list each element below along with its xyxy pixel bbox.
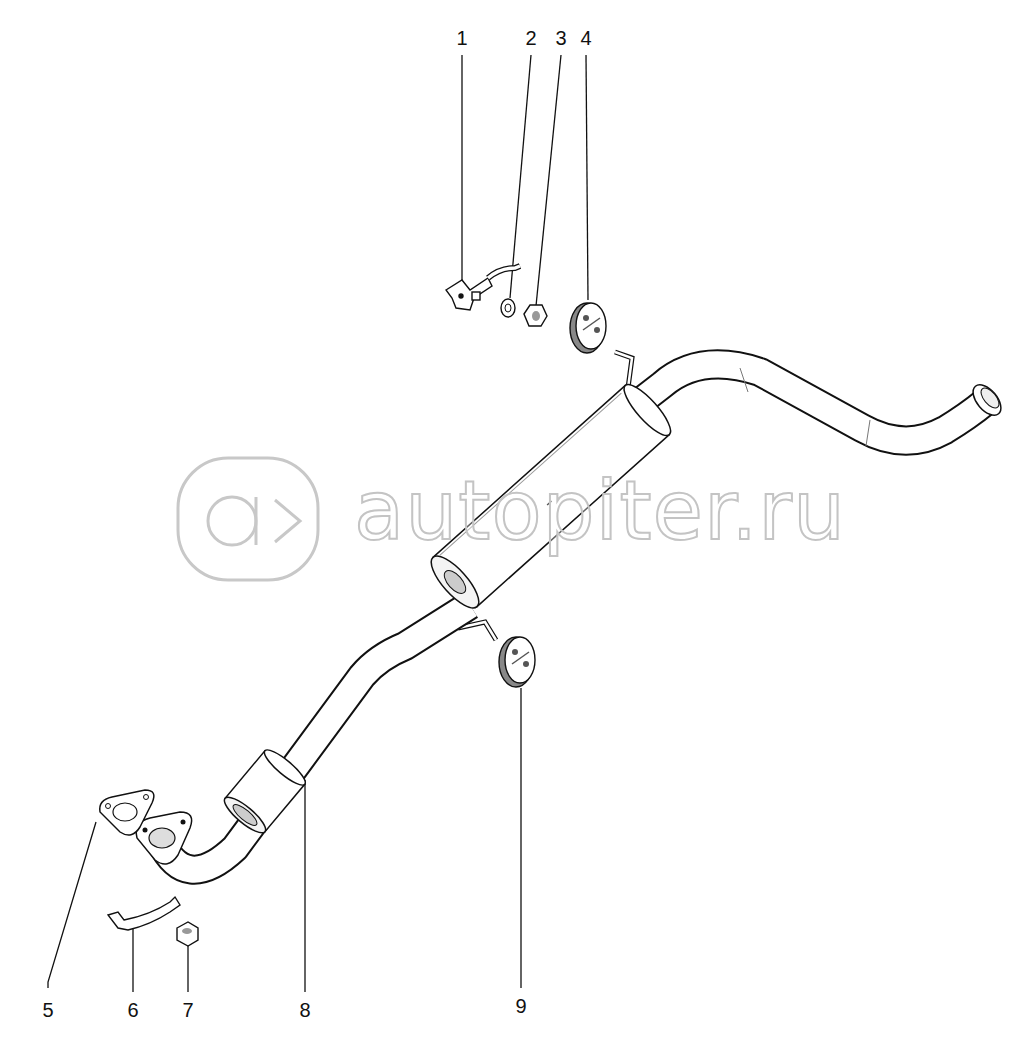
callout-number: 5 (42, 1000, 53, 1020)
callout-number: 4 (580, 28, 591, 48)
callout-number: 1 (456, 28, 467, 48)
front-pipe (160, 605, 470, 870)
watermark: autopiter.ru (354, 470, 846, 552)
callout-number: 8 (299, 1000, 310, 1020)
callout-number: 2 (525, 28, 536, 48)
callout-number: 6 (127, 1000, 138, 1020)
washer (501, 299, 515, 317)
callout-number: 9 (515, 996, 526, 1016)
callout-number: 7 (182, 1000, 193, 1020)
callout-number: 3 (555, 28, 566, 48)
front-flange (136, 812, 191, 864)
nut (524, 305, 547, 326)
gasket (100, 790, 154, 835)
catalytic-converter (220, 745, 309, 837)
bracket (108, 897, 180, 930)
tail-flange (968, 380, 1006, 420)
rubber-mount (499, 637, 535, 687)
watermark-logo (178, 458, 318, 580)
rubber-mount (570, 303, 606, 353)
nut (177, 922, 198, 946)
tail-pipe (640, 364, 985, 446)
